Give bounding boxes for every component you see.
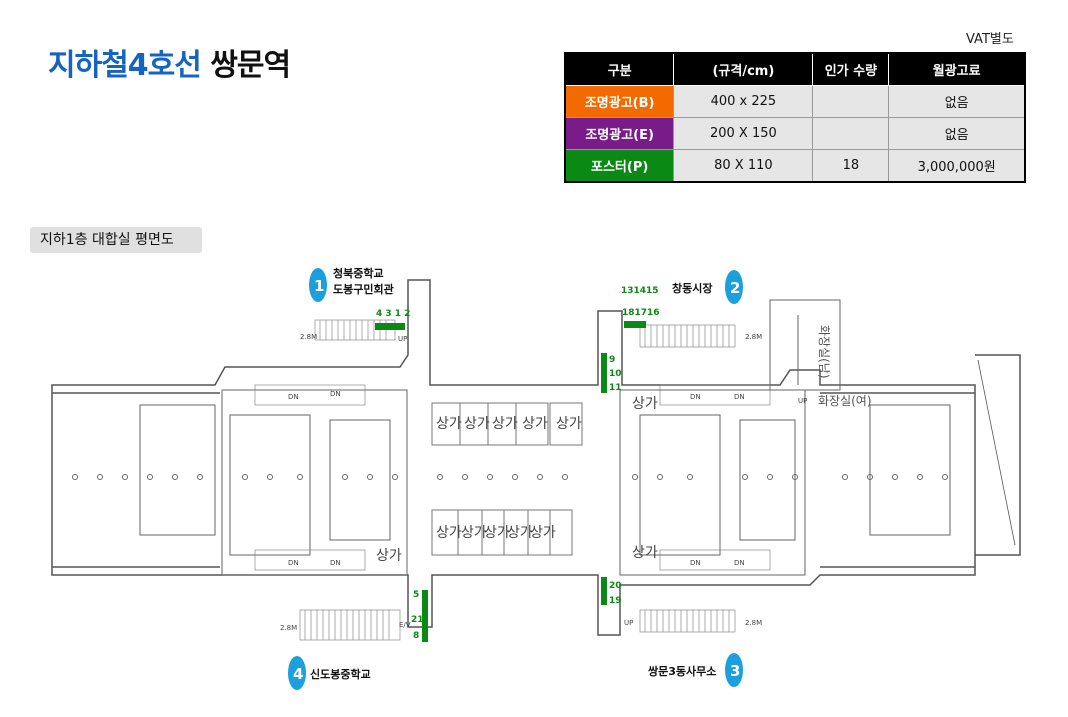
concourse-outline (51, 279, 1021, 636)
ad-number: 10 (609, 369, 622, 379)
height-label: 2.8M (300, 333, 317, 341)
poster-marker-icon (624, 321, 646, 328)
shop-label: 상가 (507, 525, 533, 541)
ad-number: 181716 (622, 308, 660, 318)
exit-3: 3 쌍문3동사무소 (648, 653, 743, 687)
exit-name: 청북중학교 (333, 266, 384, 280)
ad-number: 8 (413, 631, 419, 641)
table-row: 조명광고(B) 400 x 225 없음 (564, 85, 1026, 118)
shop-label: 상가 (492, 416, 518, 432)
dn-label: DN (690, 393, 701, 401)
dn-label: DN (330, 390, 341, 398)
qty-cell (812, 117, 890, 150)
category-cell: 조명광고(E) (564, 117, 675, 150)
fee-cell: 없음 (888, 85, 1026, 118)
restroom-women: 화장실(여) (818, 394, 872, 408)
shop-label: 상가 (461, 525, 487, 541)
dn-label: DN (330, 559, 341, 567)
exit-badge-icon (725, 270, 743, 304)
shop-label: 상가 (436, 525, 462, 541)
dn-label: DN (690, 559, 701, 567)
fee-cell: 3,000,000원 (888, 149, 1026, 183)
shop-label: 상가 (522, 416, 548, 432)
category-cell: 포스터(P) (564, 149, 675, 183)
restrooms: 화장실(남) 화장실(여) (817, 325, 872, 408)
exit-4: 4 신도봉중학교 (288, 656, 371, 690)
size-cell: 80 X 110 (673, 149, 814, 183)
ad-number: 20 (609, 581, 622, 591)
up-label: UP (798, 397, 807, 405)
dn-label: DN (288, 393, 299, 401)
header-category: 구분 (564, 52, 675, 86)
poster-marker-icon (601, 353, 607, 393)
exit-name: 신도봉중학교 (310, 667, 371, 681)
exit-1: 1 청북중학교 도봉구민회관 (309, 266, 394, 302)
title-line: 지하철4호선 (48, 48, 202, 83)
shop-label: 상가 (376, 548, 402, 564)
shop-labels: 상가 상가 상가 상가 상가 상가 상가 상가 상가 상가 상가 상가 상가 (376, 396, 658, 564)
poster-marker-icon (422, 590, 428, 642)
ad-number: 5 (413, 590, 419, 600)
size-cell: 400 x 225 (673, 85, 814, 118)
category-cell: 조명광고(B) (564, 85, 675, 118)
shop-label: 상가 (632, 545, 658, 561)
poster-marker-icon (601, 577, 607, 605)
shop-stalls (431, 402, 583, 556)
floor-plan: 상가 상가 상가 상가 상가 상가 상가 상가 상가 상가 상가 상가 상가 2… (51, 266, 1021, 690)
qty-cell (812, 85, 890, 118)
shop-label: 상가 (436, 416, 462, 432)
up-label: UP (398, 335, 407, 343)
size-cell: 200 X 150 (673, 117, 814, 150)
height-label: 2.8M (280, 624, 297, 632)
exit-name: 쌍문3동사무소 (648, 664, 716, 678)
exit-badge-icon (309, 268, 327, 302)
fee-cell: 없음 (888, 117, 1026, 150)
exit-2: 2 창동시장 (672, 270, 743, 304)
ad-number: 19 (609, 596, 622, 606)
poster-marker-icon (375, 323, 405, 330)
exit-name: 도봉구민회관 (333, 282, 394, 296)
page-title: 지하철4호선 쌍문역 (48, 40, 291, 84)
ad-number: 9 (609, 355, 615, 365)
header-qty: 인가 수량 (812, 52, 890, 86)
ad-number: 21 (411, 615, 424, 625)
exit-badge-icon (288, 656, 306, 690)
dn-label: DN (734, 559, 745, 567)
height-label: 2.8M (745, 619, 762, 627)
shop-label: 상가 (464, 416, 490, 432)
height-label: 2.8M (745, 333, 762, 341)
price-table: 구분 (규격/cm) 인가 수량 월광고료 조명광고(B) 400 x 225 … (564, 52, 1026, 183)
ev-label: E/V (399, 621, 411, 629)
header-size: (규격/cm) (673, 52, 814, 86)
exit-name: 창동시장 (672, 281, 712, 295)
ad-number: 4 3 1 2 (376, 309, 410, 319)
ad-number: 131415 (621, 286, 659, 296)
poster-positions: 4 3 1 2 131415 181716 9 10 11 20 19 5 21… (375, 286, 660, 642)
table-row: 조명광고(E) 200 X 150 없음 (564, 117, 1026, 150)
price-table-header: 구분 (규격/cm) 인가 수량 월광고료 (564, 52, 1026, 86)
table-row: 포스터(P) 80 X 110 18 3,000,000원 (564, 149, 1026, 183)
exit-number: 3 (730, 662, 740, 680)
shop-label: 상가 (632, 396, 658, 412)
exit-number: 2 (730, 279, 740, 297)
up-label: UP (624, 619, 633, 627)
qty-cell: 18 (812, 149, 890, 183)
stairs (254, 319, 771, 641)
dn-label: DN (734, 393, 745, 401)
exit-number: 4 (293, 665, 303, 683)
shop-label: 상가 (484, 525, 510, 541)
title-station: 쌍문역 (210, 48, 291, 83)
floor-plan-label: 지하1층 대합실 평면도 (30, 227, 202, 253)
shop-label: 상가 (530, 525, 556, 541)
restroom-men: 화장실(남) (817, 325, 831, 379)
stair-labels: 2.8M 2.8M 2.8M 2.8M UP UP UP DN DN DN DN… (280, 333, 807, 632)
exit-badge-icon (725, 653, 743, 687)
ad-number: 11 (609, 383, 622, 393)
exit-number: 1 (314, 277, 324, 295)
header-fee: 월광고료 (888, 52, 1026, 86)
vat-note: VAT별도 (966, 32, 1014, 47)
dn-label: DN (288, 559, 299, 567)
shop-label: 상가 (556, 416, 582, 432)
column-dots (72, 474, 948, 480)
